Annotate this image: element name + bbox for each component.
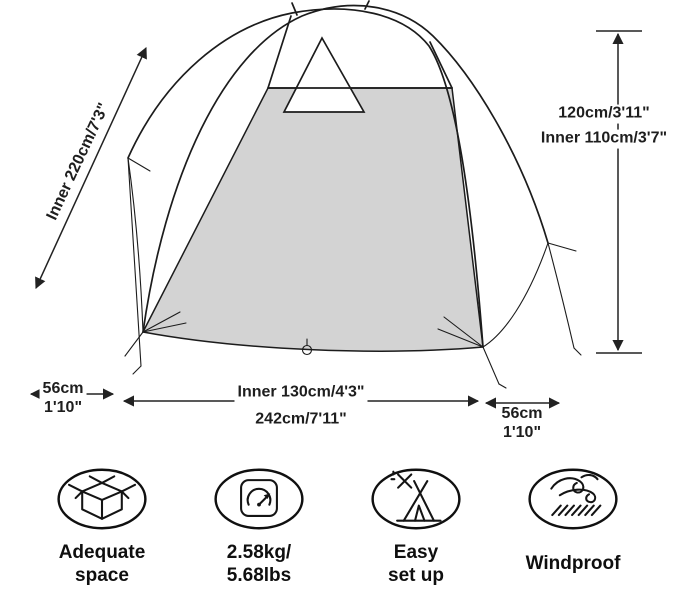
dim-label-inner-width: Inner 130cm/4'3" (234, 383, 368, 403)
dimension-arrows (29, 30, 642, 409)
feature-windproof: Windproof (497, 466, 649, 590)
dim-label-vestibule-right: 56cm 1'10" (498, 405, 546, 443)
feature-label-line: space (75, 565, 129, 586)
weight-gauge-icon (214, 468, 304, 530)
dim-line: 56cm (42, 380, 84, 398)
feature-label-line: set up (388, 565, 444, 586)
dim-line: 1'10" (502, 424, 542, 441)
open-box-icon (57, 468, 147, 530)
tent-illustration (29, 0, 642, 409)
feature-label-line: 2.58kg/ (226, 541, 292, 563)
feature-label: Adequate space (59, 538, 146, 590)
features-row: Adequate space 2.58kg/ 5.68lbs (0, 466, 679, 590)
dim-line: 1'10" (43, 399, 83, 416)
dim-label-height: 120cm/3'11" (555, 104, 653, 124)
feature-easy-setup: Easy set up (340, 466, 492, 590)
dim-label-total-width: 242cm/7'11" (252, 410, 350, 430)
tent-setup-icon (371, 468, 461, 530)
vent-triangle (282, 36, 366, 113)
feature-label: Easy set up (388, 538, 444, 590)
dim-label-inner-height: Inner 110cm/3'7" (537, 129, 671, 149)
dim-label-vestibule-left: 56cm 1'10" (39, 380, 87, 418)
feature-label-line: Adequate (58, 541, 146, 563)
feature-label: 2.58kg/ 5.68lbs (227, 538, 291, 590)
dim-line: 56cm (501, 405, 543, 423)
feature-label-line: Easy (393, 541, 439, 563)
feature-adequate-space: Adequate space (26, 466, 178, 590)
wind-icon (528, 468, 618, 530)
feature-weight: 2.58kg/ 5.68lbs (183, 466, 335, 590)
feature-label-line: Windproof (525, 553, 621, 575)
tent-floor (141, 87, 484, 352)
feature-label: Windproof (526, 538, 621, 590)
feature-label-line: 5.68lbs (226, 565, 292, 586)
